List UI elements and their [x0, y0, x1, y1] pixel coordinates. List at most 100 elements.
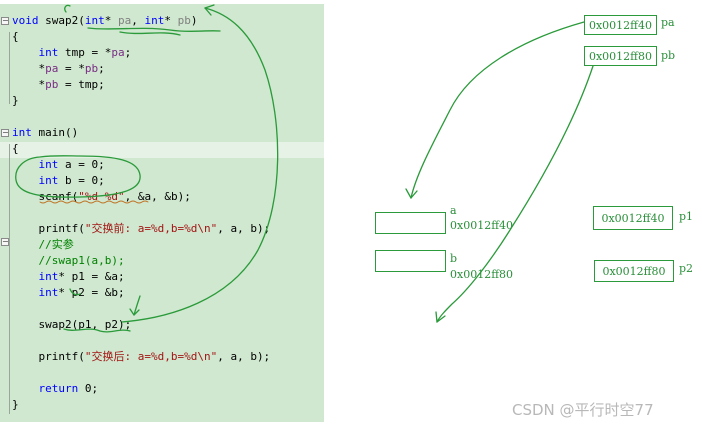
code-line: } [12, 93, 19, 109]
collapse-toggle-comment[interactable]: − [1, 237, 9, 246]
code-token: "%d %d" [78, 190, 125, 203]
code-line: printf("交换前: a=%d,b=%d\n", a, b); [12, 221, 270, 237]
code-line: scanf("%d %d", &a, &b); [12, 189, 191, 205]
code-token: int [38, 270, 59, 283]
p1-value-box: 0x0012ff40 [593, 206, 673, 230]
code-token: pa [111, 46, 125, 59]
code-token [12, 286, 39, 299]
code-token: , a, b); [217, 222, 271, 235]
b-memory-box [375, 250, 446, 272]
code-token: } [12, 94, 19, 107]
code-token: pb [84, 62, 99, 75]
pb-to-b-arrow [436, 65, 594, 323]
current-line-highlight [0, 142, 324, 158]
code-token: main() [31, 126, 79, 139]
code-token: * p2 = &b; [58, 286, 125, 299]
code-line: return 0; [12, 381, 99, 397]
code-line: int* p1 = &a; [12, 269, 125, 285]
collapse-toggle-swap2[interactable]: − [1, 16, 9, 25]
collapse-toggle-main[interactable]: − [1, 128, 9, 137]
code-token: tmp = * [58, 46, 112, 59]
code-token: printf( [12, 350, 85, 363]
code-token: //swap1(a,b); [38, 254, 125, 267]
watermark: CSDN @平行时空77 [512, 401, 654, 419]
code-line: } [12, 397, 19, 413]
code-token [12, 158, 39, 171]
code-token: pb [177, 14, 191, 27]
code-token: } [12, 398, 19, 411]
code-token [12, 46, 39, 59]
code-token [12, 254, 39, 267]
code-line: printf("交换后: a=%d,b=%d\n", a, b); [12, 349, 270, 365]
code-token: int [12, 126, 32, 139]
code-token: , a, b); [217, 350, 271, 363]
b-address: 0x0012ff80 [450, 268, 514, 281]
b-label: b [450, 252, 458, 265]
code-token: pa [45, 62, 59, 75]
code-token: "交换后: a=%d,b=%d\n" [84, 350, 218, 363]
pa-label: pa [661, 16, 675, 29]
code-token: pb [45, 78, 59, 91]
code-token: , [131, 14, 145, 27]
code-token: * [164, 14, 178, 27]
code-token: int [84, 14, 105, 27]
code-token: * p1 = &a; [58, 270, 125, 283]
code-token: { [12, 142, 19, 155]
code-line: void swap2(int* pa, int* pb) [12, 13, 198, 29]
pb-value-box: 0x0012ff80 [584, 46, 657, 66]
code-token: return [38, 382, 79, 395]
code-line: int a = 0; [12, 157, 105, 173]
pb-to-b-arrowhead [435, 311, 446, 323]
code-token: int [38, 174, 59, 187]
code-token: int [144, 14, 165, 27]
code-token: printf( [12, 222, 85, 235]
pa-to-a-arrow [410, 21, 585, 199]
code-line: *pa = *pb; [12, 61, 104, 77]
code-token: a = 0; [58, 158, 105, 171]
code-token: int [38, 158, 59, 171]
code-token: * [12, 62, 46, 75]
code-token: int [38, 46, 59, 59]
code-line: //swap1(a,b); [12, 253, 125, 269]
pb-label: pb [661, 49, 676, 62]
code-token: scanf( [12, 190, 79, 203]
a-address: 0x0012ff40 [450, 219, 514, 232]
code-line: *pb = tmp; [12, 77, 105, 93]
code-token: int [38, 286, 59, 299]
code-token: //实参 [38, 238, 74, 251]
p2-value-box: 0x0012ff80 [594, 260, 674, 282]
code-line: { [12, 29, 19, 45]
p1-label: p1 [679, 210, 694, 223]
a-label: a [450, 204, 457, 217]
code-line: swap2(p1, p2); [12, 317, 131, 333]
code-token [12, 270, 39, 283]
code-line: //实参 [12, 237, 74, 253]
code-line: { [12, 141, 19, 157]
code-token: ) [190, 14, 198, 27]
code-token: = * [58, 62, 85, 75]
code-token: swap2(p1, p2); [12, 318, 132, 331]
code-token [12, 382, 39, 395]
code-editor-panel: − − − void swap2(int* pa, int* pb){ int … [0, 4, 324, 422]
code-line: int b = 0; [12, 173, 105, 189]
code-token [12, 174, 39, 187]
a-memory-box [375, 212, 446, 234]
p2-label: p2 [679, 262, 694, 275]
code-token: void [12, 14, 46, 27]
code-token: "交换前: a=%d,b=%d\n" [84, 222, 218, 235]
code-token: , &a, &b); [124, 190, 191, 203]
pa-value-box: 0x0012ff40 [584, 15, 657, 35]
code-token: swap2( [45, 14, 85, 27]
code-token: b = 0; [58, 174, 105, 187]
code-token: = tmp; [58, 78, 105, 91]
code-line: int main() [12, 125, 78, 141]
code-token: 0; [78, 382, 99, 395]
code-line: int* p2 = &b; [12, 285, 125, 301]
code-token [12, 238, 39, 251]
pa-to-a-arrowhead [405, 188, 418, 199]
code-token: * [12, 78, 46, 91]
indent-guide [9, 32, 10, 104]
code-token: * [104, 14, 118, 27]
code-line: int tmp = *pa; [12, 45, 132, 61]
code-token: { [12, 30, 19, 43]
